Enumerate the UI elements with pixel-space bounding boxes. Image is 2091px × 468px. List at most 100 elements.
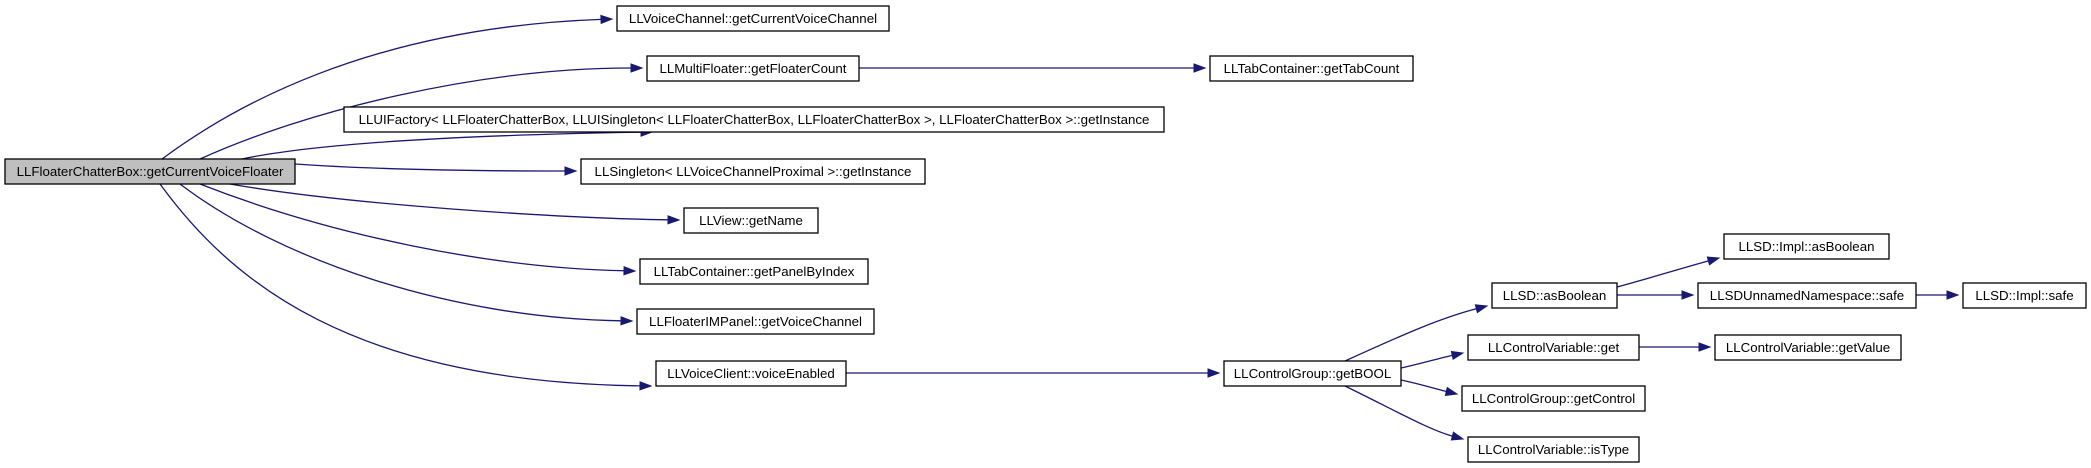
node-n5[interactable]: LLSingleton< LLVoiceChannelProximal >::g… xyxy=(580,158,926,185)
arrowhead-icon xyxy=(1946,290,1960,300)
node-n17[interactable]: LLControlGroup::getControl xyxy=(1461,385,1646,412)
edge-line xyxy=(1344,385,1453,437)
node-box[interactable] xyxy=(4,158,296,185)
edge-line xyxy=(1400,354,1453,369)
edge-root-to-n5 xyxy=(294,163,578,176)
node-n7[interactable]: LLTabContainer::getPanelByIndex xyxy=(639,258,869,285)
node-label: LLControlGroup::getBOOL xyxy=(1234,366,1391,381)
node-n15[interactable]: LLControlVariable::get xyxy=(1467,334,1640,361)
node-n2[interactable]: LLMultiFloater::getFloaterCount xyxy=(646,55,860,82)
node-n1[interactable]: LLVoiceChannel::getCurrentVoiceChannel xyxy=(616,5,890,32)
arrowhead-icon xyxy=(630,63,644,73)
arrowhead-icon xyxy=(1474,304,1489,314)
arrowhead-icon xyxy=(1193,63,1207,73)
arrowhead-icon xyxy=(620,316,634,326)
edge-n2-to-n3 xyxy=(859,63,1207,73)
arrowhead-icon xyxy=(1450,431,1465,441)
node-n11[interactable]: LLSD::asBoolean xyxy=(1491,282,1618,309)
node-box[interactable] xyxy=(1714,334,1902,361)
arrowhead-icon xyxy=(1681,290,1695,300)
node-n12[interactable]: LLSD::Impl::asBoolean xyxy=(1723,233,1890,260)
node-box[interactable] xyxy=(343,106,1165,133)
node-label: LLSD::Impl::safe xyxy=(1975,288,2073,303)
arrowhead-icon xyxy=(1444,386,1459,396)
node-n3[interactable]: LLTabContainer::getTabCount xyxy=(1209,55,1414,82)
edge-root-to-n4 xyxy=(241,127,654,160)
node-n9[interactable]: LLVoiceClient::voiceEnabled xyxy=(655,360,847,387)
node-label: LLControlGroup::getControl xyxy=(1472,391,1635,406)
arrowhead-icon xyxy=(1698,342,1712,352)
edge-root-to-n7 xyxy=(199,183,637,276)
nodes-layer: LLFloaterChatterBox::getCurrentVoiceFloa… xyxy=(4,5,2087,463)
node-box[interactable] xyxy=(1461,385,1646,412)
node-label: LLSDUnnamedNamespace::safe xyxy=(1710,288,1904,303)
node-label: LLFloaterChatterBox::getCurrentVoiceFloa… xyxy=(17,164,284,179)
node-label: LLControlVariable::isType xyxy=(1478,442,1629,457)
edge-n11-to-n13 xyxy=(1617,290,1695,300)
node-box[interactable] xyxy=(1491,282,1618,309)
arrowhead-icon xyxy=(1706,256,1721,266)
node-label: LLView::getName xyxy=(699,213,803,228)
node-box[interactable] xyxy=(636,308,875,335)
edge-n10-to-n15 xyxy=(1400,350,1465,369)
node-label: LLVoiceClient::voiceEnabled xyxy=(667,366,835,381)
edge-root-to-n1 xyxy=(161,14,614,160)
node-box[interactable] xyxy=(1467,436,1640,463)
edge-line xyxy=(159,183,641,387)
node-box[interactable] xyxy=(639,258,869,285)
edge-line xyxy=(1344,308,1477,362)
node-label: LLMultiFloater::getFloaterCount xyxy=(660,61,847,76)
node-box[interactable] xyxy=(683,207,819,234)
edge-n13-to-n14 xyxy=(1916,290,1960,300)
arrowhead-icon xyxy=(1450,350,1465,361)
node-label: LLTabContainer::getPanelByIndex xyxy=(654,264,855,279)
edge-root-to-n6 xyxy=(229,183,681,225)
edge-n10-to-n11 xyxy=(1344,304,1489,362)
edge-line xyxy=(1400,379,1447,393)
node-label: LLTabContainer::getTabCount xyxy=(1224,61,1400,76)
node-n10[interactable]: LLControlGroup::getBOOL xyxy=(1223,360,1402,387)
edge-root-to-n9 xyxy=(159,183,653,391)
node-label: LLControlVariable::getValue xyxy=(1726,340,1890,355)
node-label: LLVoiceChannel::getCurrentVoiceChannel xyxy=(629,11,877,26)
edges-layer xyxy=(159,14,1960,441)
node-n8[interactable]: LLFloaterIMPanel::getVoiceChannel xyxy=(636,308,875,335)
edge-root-to-n2 xyxy=(199,63,644,160)
arrowhead-icon xyxy=(639,381,653,391)
node-box[interactable] xyxy=(1223,360,1402,387)
node-box[interactable] xyxy=(1723,233,1890,260)
edge-n10-to-n17 xyxy=(1400,379,1459,396)
edge-line xyxy=(199,183,625,272)
node-box[interactable] xyxy=(655,360,847,387)
node-n13[interactable]: LLSDUnnamedNamespace::safe xyxy=(1697,282,1917,309)
node-label: LLFloaterIMPanel::getVoiceChannel xyxy=(649,314,862,329)
node-n4[interactable]: LLUIFactory< LLFloaterChatterBox, LLUISi… xyxy=(343,106,1165,133)
edge-n15-to-n16 xyxy=(1638,342,1712,352)
node-root[interactable]: LLFloaterChatterBox::getCurrentVoiceFloa… xyxy=(4,158,296,185)
node-box[interactable] xyxy=(1962,282,2087,309)
edge-line xyxy=(179,183,622,322)
edge-line xyxy=(161,18,602,160)
node-label: LLSD::asBoolean xyxy=(1503,288,1607,303)
node-box[interactable] xyxy=(1467,334,1640,361)
edge-n11-to-n12 xyxy=(1616,256,1721,288)
node-box[interactable] xyxy=(1697,282,1917,309)
node-box[interactable] xyxy=(580,158,926,185)
node-n6[interactable]: LLView::getName xyxy=(683,207,819,234)
arrowhead-icon xyxy=(1207,368,1221,378)
node-n14[interactable]: LLSD::Impl::safe xyxy=(1962,282,2087,309)
node-box[interactable] xyxy=(616,5,890,32)
node-label: LLSD::Impl::asBoolean xyxy=(1738,239,1874,254)
node-label: LLSingleton< LLVoiceChannelProximal >::g… xyxy=(595,164,912,179)
node-n18[interactable]: LLControlVariable::isType xyxy=(1467,436,1640,463)
node-n16[interactable]: LLControlVariable::getValue xyxy=(1714,334,1902,361)
edge-n10-to-n18 xyxy=(1344,385,1465,441)
arrowhead-icon xyxy=(623,266,637,276)
edge-n9-to-n10 xyxy=(846,368,1221,378)
edge-line xyxy=(241,131,642,160)
node-box[interactable] xyxy=(646,55,860,82)
node-box[interactable] xyxy=(1209,55,1414,82)
edge-line xyxy=(294,163,566,172)
node-label: LLControlVariable::get xyxy=(1488,340,1620,355)
